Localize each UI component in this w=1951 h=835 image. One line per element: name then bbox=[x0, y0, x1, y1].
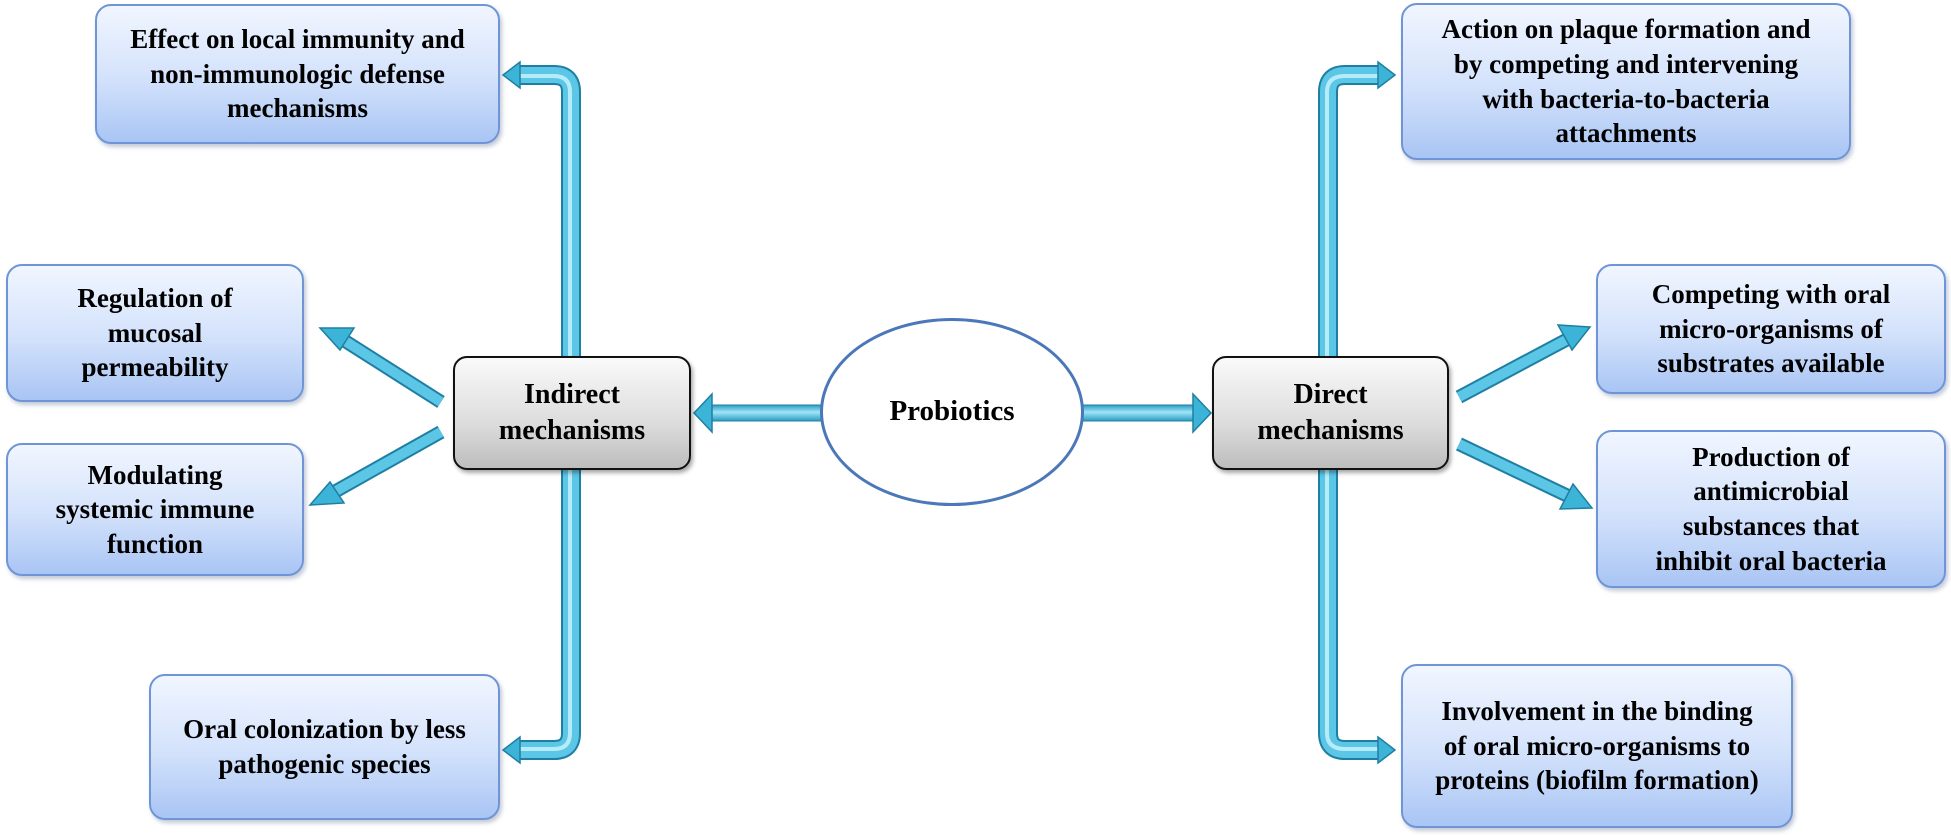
arrow-center-to-direct bbox=[1082, 392, 1213, 434]
direct-item-text: Production of antimicrobial substances t… bbox=[1655, 441, 1887, 576]
indirect-item-text: Oral colonization by less pathogenic spe… bbox=[183, 714, 466, 779]
indirect-hub-label: Indirect mechanisms bbox=[498, 379, 646, 446]
direct-item-plaque: Action on plaque formation and by compet… bbox=[1401, 3, 1851, 160]
arrow-indirect-to-permeability bbox=[318, 327, 445, 408]
center-label: Probiotics bbox=[889, 395, 1015, 428]
indirect-item-text: Modulating systemic immune function bbox=[55, 459, 255, 559]
direct-item-text: Competing with oral micro-organisms of s… bbox=[1651, 279, 1891, 379]
direct-item-text: Involvement in the binding of oral micro… bbox=[1435, 696, 1759, 796]
direct-item-binding: Involvement in the binding of oral micro… bbox=[1401, 664, 1793, 828]
indirect-mechanisms-hub: Indirect mechanisms bbox=[453, 356, 691, 470]
arrow-indirect-to-colonization bbox=[501, 470, 581, 765]
indirect-item-text: Effect on local immunity and non-immunol… bbox=[130, 24, 465, 124]
indirect-item-text: Regulation of mucosal permeability bbox=[77, 283, 233, 383]
arrow-direct-to-plaque bbox=[1318, 60, 1397, 356]
indirect-item-systemic: Modulating systemic immune function bbox=[6, 443, 304, 576]
indirect-item-permeability: Regulation of mucosal permeability bbox=[6, 264, 304, 402]
arrow-direct-to-binding bbox=[1318, 470, 1397, 765]
direct-item-substrates: Competing with oral micro-organisms of s… bbox=[1596, 264, 1946, 394]
center-node: Probiotics bbox=[820, 318, 1084, 506]
arrow-indirect-to-immunity bbox=[501, 60, 581, 356]
arrow-direct-to-antimicrobial bbox=[1455, 437, 1594, 510]
direct-item-text: Action on plaque formation and by compet… bbox=[1441, 14, 1811, 149]
arrow-indirect-to-systemic bbox=[308, 425, 445, 506]
direct-hub-label: Direct mechanisms bbox=[1257, 379, 1404, 446]
indirect-item-colonization: Oral colonization by less pathogenic spe… bbox=[149, 674, 500, 820]
arrow-direct-to-substrates bbox=[1455, 324, 1592, 404]
direct-item-antimicrobial: Production of antimicrobial substances t… bbox=[1596, 430, 1946, 588]
direct-mechanisms-hub: Direct mechanisms bbox=[1212, 356, 1449, 470]
indirect-item-immunity: Effect on local immunity and non-immunol… bbox=[95, 4, 500, 144]
arrow-center-to-indirect bbox=[692, 392, 823, 434]
